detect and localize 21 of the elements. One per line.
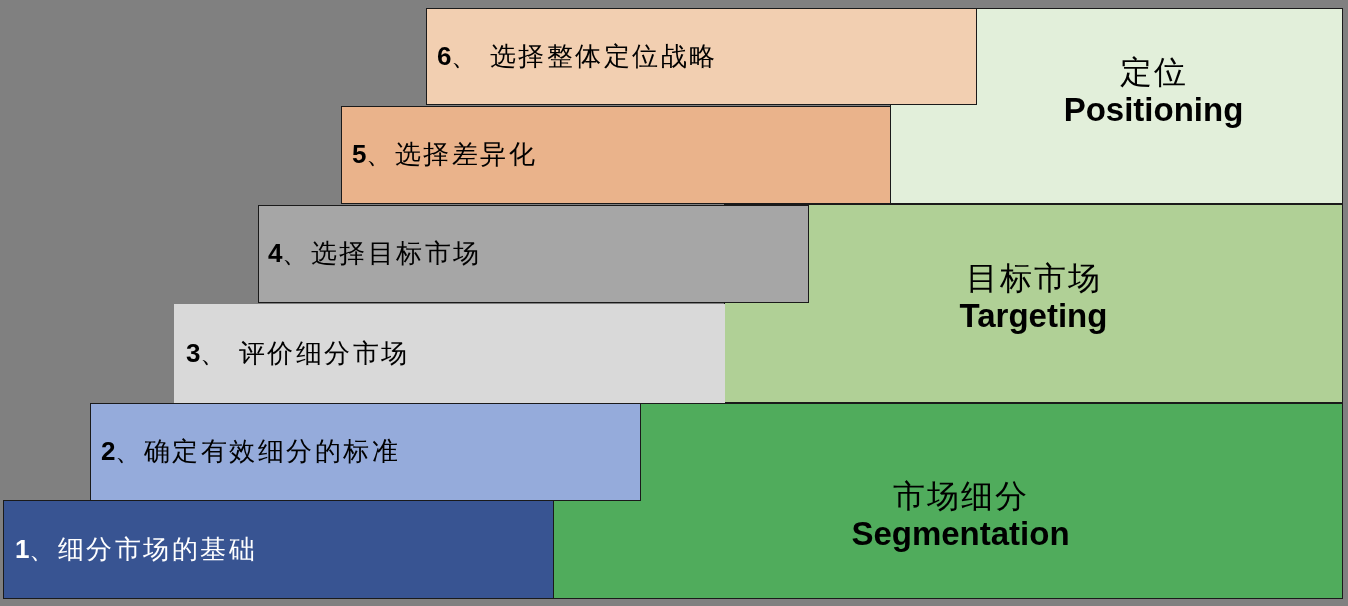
phase-title: 市场细分 xyxy=(892,477,1029,516)
phase-panel xyxy=(724,204,1343,403)
phase-panel xyxy=(553,403,1343,599)
phase-subtitle: Targeting xyxy=(959,297,1108,336)
step-label: 2、确定有效细分的标准 xyxy=(101,436,401,468)
phase-title: 目标市场 xyxy=(965,259,1102,298)
step-bar xyxy=(174,304,725,403)
step-label: 5、选择差异化 xyxy=(352,139,538,171)
phase-subtitle: Segmentation xyxy=(851,515,1070,554)
phase-subtitle: Positioning xyxy=(1063,91,1244,130)
step-bar xyxy=(341,106,891,204)
phase-panel xyxy=(890,8,1343,204)
phase-title: 定位 xyxy=(1119,53,1188,92)
step-label: 1、细分市场的基础 xyxy=(15,533,258,566)
step-label: 4、选择目标市场 xyxy=(268,238,482,270)
step-label: 6、 选择整体定位战略 xyxy=(437,40,718,73)
step-label: 3、 评价细分市场 xyxy=(186,337,410,370)
step-bar xyxy=(258,205,809,303)
step-bar xyxy=(90,403,641,501)
step-bar xyxy=(426,8,977,105)
step-bar xyxy=(3,500,554,599)
